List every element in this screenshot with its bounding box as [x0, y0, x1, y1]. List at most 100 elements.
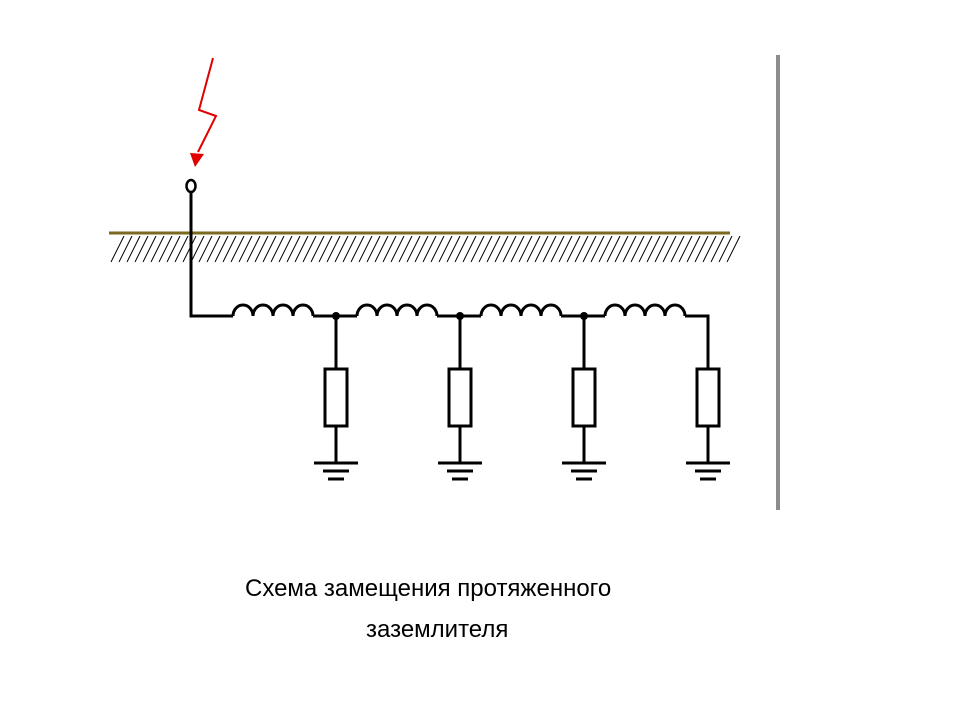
hatch-stroke	[142, 235, 157, 263]
hatch-stroke	[686, 235, 701, 263]
hatch-stroke	[286, 235, 301, 263]
hatch-stroke	[478, 235, 493, 263]
hatch-stroke	[422, 235, 437, 263]
hatch-stroke	[566, 235, 581, 263]
hatch-stroke	[198, 235, 213, 263]
hatch-stroke	[294, 235, 309, 263]
hatch-stroke	[222, 235, 237, 263]
hatch-stroke	[542, 235, 557, 263]
hatch-stroke	[270, 235, 285, 263]
hatch-stroke	[598, 235, 613, 263]
hatch-stroke	[510, 235, 525, 263]
ground-symbol-icon	[686, 461, 730, 481]
hatch-stroke	[110, 235, 125, 263]
hatch-stroke	[518, 235, 533, 263]
hatch-stroke	[166, 235, 181, 263]
hatch-stroke	[694, 235, 709, 263]
caption-line-2: заземлителя	[366, 616, 509, 643]
resistor-3	[571, 367, 597, 428]
current-injection-terminal	[185, 178, 197, 194]
hatch-stroke	[126, 235, 141, 263]
hatch-stroke	[278, 235, 293, 263]
hatch-stroke	[150, 235, 165, 263]
hatch-stroke	[302, 235, 317, 263]
lightning-bolt	[197, 57, 218, 153]
hatch-stroke	[310, 235, 325, 263]
resistor-4	[695, 367, 721, 428]
hatch-stroke	[174, 235, 189, 263]
hatch-stroke	[334, 235, 349, 263]
hatch-stroke	[526, 235, 541, 263]
resistor-2	[447, 367, 473, 428]
caption-line-1: Схема замещения протяженного	[245, 575, 612, 602]
hatch-stroke	[534, 235, 549, 263]
ground-symbol-icon	[438, 461, 482, 481]
hatch-stroke	[486, 235, 501, 263]
hatch-stroke	[630, 235, 645, 263]
hatch-stroke	[446, 235, 461, 263]
hatch-stroke	[262, 235, 277, 263]
lightning-strike-icon	[190, 57, 218, 167]
hatch-stroke	[118, 235, 133, 263]
inductor-4	[603, 303, 687, 317]
hatch-stroke	[646, 235, 661, 263]
ground-symbol-icon	[562, 461, 606, 481]
hatch-stroke	[558, 235, 573, 263]
hatch-stroke	[430, 235, 445, 263]
hatch-stroke	[606, 235, 621, 263]
hatch-stroke	[670, 235, 685, 263]
hatch-stroke	[246, 235, 261, 263]
hatch-stroke	[438, 235, 453, 263]
hatch-stroke	[350, 235, 365, 263]
down-lead-wire	[189, 192, 233, 318]
lightning-arrowhead	[190, 153, 204, 167]
hatch-stroke	[190, 235, 205, 263]
hatch-stroke	[614, 235, 629, 263]
hatch-stroke	[398, 235, 413, 263]
hatch-stroke	[654, 235, 669, 263]
hatch-stroke	[638, 235, 653, 263]
hatch-stroke	[494, 235, 509, 263]
hatch-stroke	[318, 235, 333, 263]
hatch-stroke	[710, 235, 725, 263]
hatch-stroke	[454, 235, 469, 263]
hatch-stroke	[390, 235, 405, 263]
ground-hatching	[110, 235, 741, 263]
hatch-stroke	[374, 235, 389, 263]
hatch-stroke	[342, 235, 357, 263]
hatch-stroke	[238, 235, 253, 263]
hatch-stroke	[134, 235, 149, 263]
hatch-stroke	[502, 235, 517, 263]
hatch-stroke	[702, 235, 717, 263]
hatch-stroke	[358, 235, 373, 263]
hatch-stroke	[622, 235, 637, 263]
hatch-stroke	[678, 235, 693, 263]
hatch-stroke	[462, 235, 477, 263]
hatch-stroke	[582, 235, 597, 263]
hatch-stroke	[718, 235, 733, 263]
ladder-network	[231, 303, 730, 481]
hatch-stroke	[574, 235, 589, 263]
hatch-stroke	[470, 235, 485, 263]
hatch-stroke	[206, 235, 221, 263]
inductor-2	[355, 303, 439, 317]
hatch-stroke	[590, 235, 605, 263]
hatch-stroke	[254, 235, 269, 263]
hatch-stroke	[230, 235, 245, 263]
hatch-stroke	[326, 235, 341, 263]
end-wire	[685, 314, 710, 369]
ground-symbol-icon	[314, 461, 358, 481]
hatch-stroke	[158, 235, 173, 263]
hatch-stroke	[662, 235, 677, 263]
hatch-stroke	[726, 235, 741, 263]
hatch-stroke	[414, 235, 429, 263]
inductor-1	[231, 303, 315, 317]
inductor-3	[479, 303, 563, 317]
hatch-stroke	[214, 235, 229, 263]
resistor-1	[323, 367, 349, 428]
hatch-stroke	[550, 235, 565, 263]
hatch-stroke	[382, 235, 397, 263]
hatch-stroke	[366, 235, 381, 263]
hatch-stroke	[406, 235, 421, 263]
